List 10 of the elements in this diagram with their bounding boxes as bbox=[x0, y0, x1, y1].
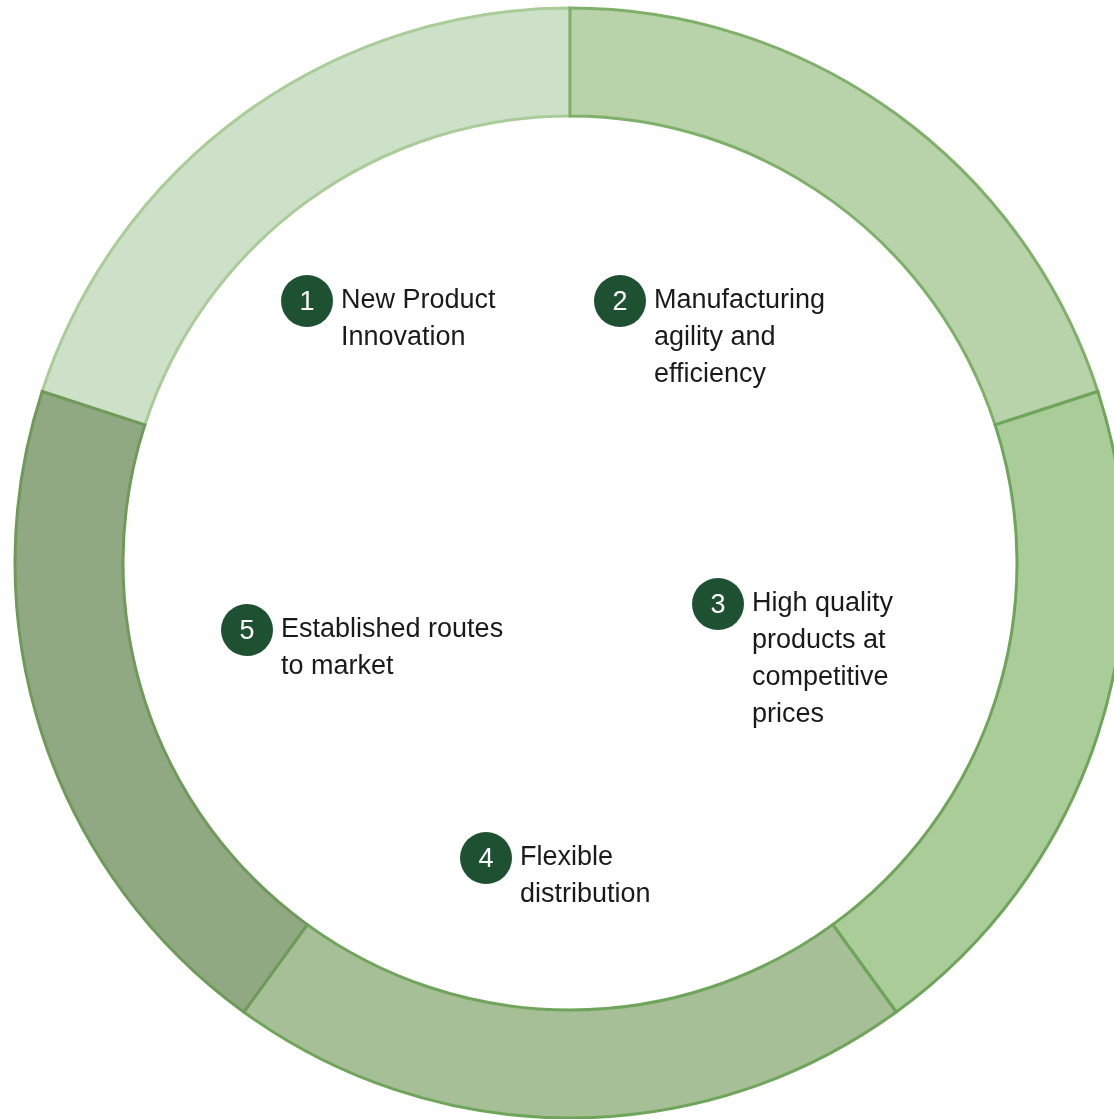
number-badge: 3 bbox=[692, 578, 744, 630]
number-badge: 1 bbox=[281, 275, 333, 327]
number-badge: 4 bbox=[460, 832, 512, 884]
number-badge: 2 bbox=[594, 275, 646, 327]
item-label: Manufacturing agility and efficiency bbox=[654, 283, 827, 390]
item-label: Established routes to market bbox=[281, 612, 505, 682]
item-label: New Product Innovation bbox=[341, 283, 497, 353]
item-label: High quality products at competitive prices bbox=[752, 586, 895, 730]
item-label: Flexible distribution bbox=[520, 840, 652, 910]
number-badge: 5 bbox=[221, 604, 273, 656]
